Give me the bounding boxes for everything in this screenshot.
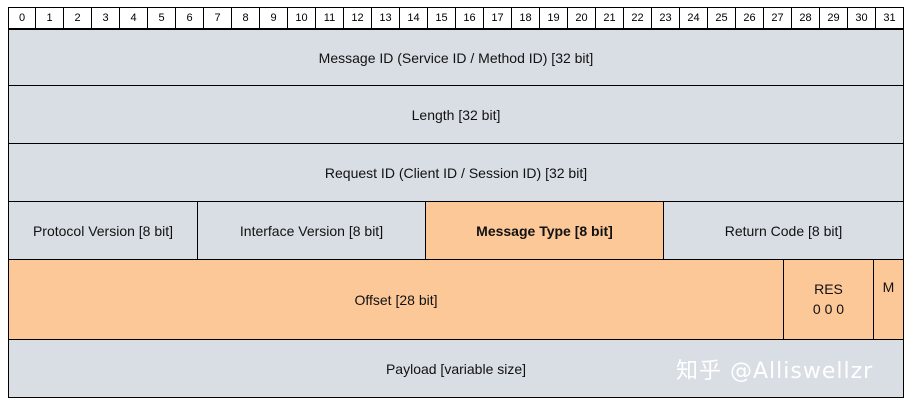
bit-number-cell: 7 bbox=[204, 7, 232, 29]
bit-number-cell: 24 bbox=[680, 7, 708, 29]
bit-number-cell: 28 bbox=[792, 7, 820, 29]
payload-field: Payload [variable size] bbox=[8, 339, 904, 398]
bit-number-cell: 17 bbox=[484, 7, 512, 29]
payload-label: Payload [variable size] bbox=[385, 360, 527, 377]
interface-version-field: Interface Version [8 bit] bbox=[197, 201, 426, 260]
bit-number-cell: 20 bbox=[568, 7, 596, 29]
return-code-label: Return Code [8 bit] bbox=[724, 222, 843, 239]
more-segments-flag-label: M bbox=[882, 279, 895, 295]
bit-number-cell: 27 bbox=[764, 7, 792, 29]
bit-number-cell: 14 bbox=[400, 7, 428, 29]
bit-number-cell: 4 bbox=[120, 7, 148, 29]
message-type-field: Message Type [8 bit] bbox=[425, 201, 664, 260]
request-id-field: Request ID (Client ID / Session ID) [32 … bbox=[8, 143, 904, 202]
bit-number-cell: 15 bbox=[428, 7, 456, 29]
bit-number-cell: 1 bbox=[36, 7, 64, 29]
bit-number-cell: 8 bbox=[232, 7, 260, 29]
return-code-field: Return Code [8 bit] bbox=[663, 201, 904, 260]
bit-number-cell: 21 bbox=[596, 7, 624, 29]
bit-number-cell: 3 bbox=[92, 7, 120, 29]
length-label: Length [32 bit] bbox=[411, 106, 501, 123]
bit-number-cell: 9 bbox=[260, 7, 288, 29]
offset-field: Offset [28 bit] bbox=[8, 259, 784, 340]
protocol-version-field: Protocol Version [8 bit] bbox=[8, 201, 198, 260]
bit-number-cell: 10 bbox=[288, 7, 316, 29]
bit-number-cell: 31 bbox=[876, 7, 904, 29]
message-id-label: Message ID (Service ID / Method ID) [32 … bbox=[318, 49, 594, 66]
interface-version-label: Interface Version [8 bit] bbox=[239, 222, 384, 239]
bit-number-cell: 18 bbox=[512, 7, 540, 29]
request-id-label: Request ID (Client ID / Session ID) [32 … bbox=[324, 164, 588, 181]
bit-number-cell: 11 bbox=[316, 7, 344, 29]
bit-number-cell: 6 bbox=[176, 7, 204, 29]
watermark-text: 知乎 @Alliswellzr bbox=[676, 359, 874, 384]
bit-number-cell: 2 bbox=[64, 7, 92, 29]
bit-number-cell: 16 bbox=[456, 7, 484, 29]
bit-number-cell: 22 bbox=[624, 7, 652, 29]
watermark: 知乎 @Alliswellzr bbox=[676, 352, 873, 386]
bit-number-cell: 5 bbox=[148, 7, 176, 29]
bit-number-cell: 25 bbox=[708, 7, 736, 29]
res-label: RES bbox=[814, 280, 843, 297]
bit-number-cell: 23 bbox=[652, 7, 680, 29]
message-id-field: Message ID (Service ID / Method ID) [32 … bbox=[8, 29, 904, 86]
length-field: Length [32 bit] bbox=[8, 85, 904, 144]
bit-number-cell: 12 bbox=[344, 7, 372, 29]
bit-number-cell: 26 bbox=[736, 7, 764, 29]
res-field: RES 0 0 0 bbox=[783, 259, 874, 340]
bit-number-cell: 13 bbox=[372, 7, 400, 29]
bit-number-cell: 30 bbox=[848, 7, 876, 29]
bit-number-cell: 19 bbox=[540, 7, 568, 29]
bit-number-cell: 0 bbox=[8, 7, 36, 29]
offset-label: Offset [28 bit] bbox=[354, 291, 438, 308]
res-value: 0 0 0 bbox=[812, 300, 845, 317]
message-type-label: Message Type [8 bit] bbox=[476, 222, 613, 239]
bit-number-cell: 29 bbox=[820, 7, 848, 29]
protocol-version-label: Protocol Version [8 bit] bbox=[32, 222, 174, 239]
more-segments-flag-field: M bbox=[873, 259, 904, 340]
